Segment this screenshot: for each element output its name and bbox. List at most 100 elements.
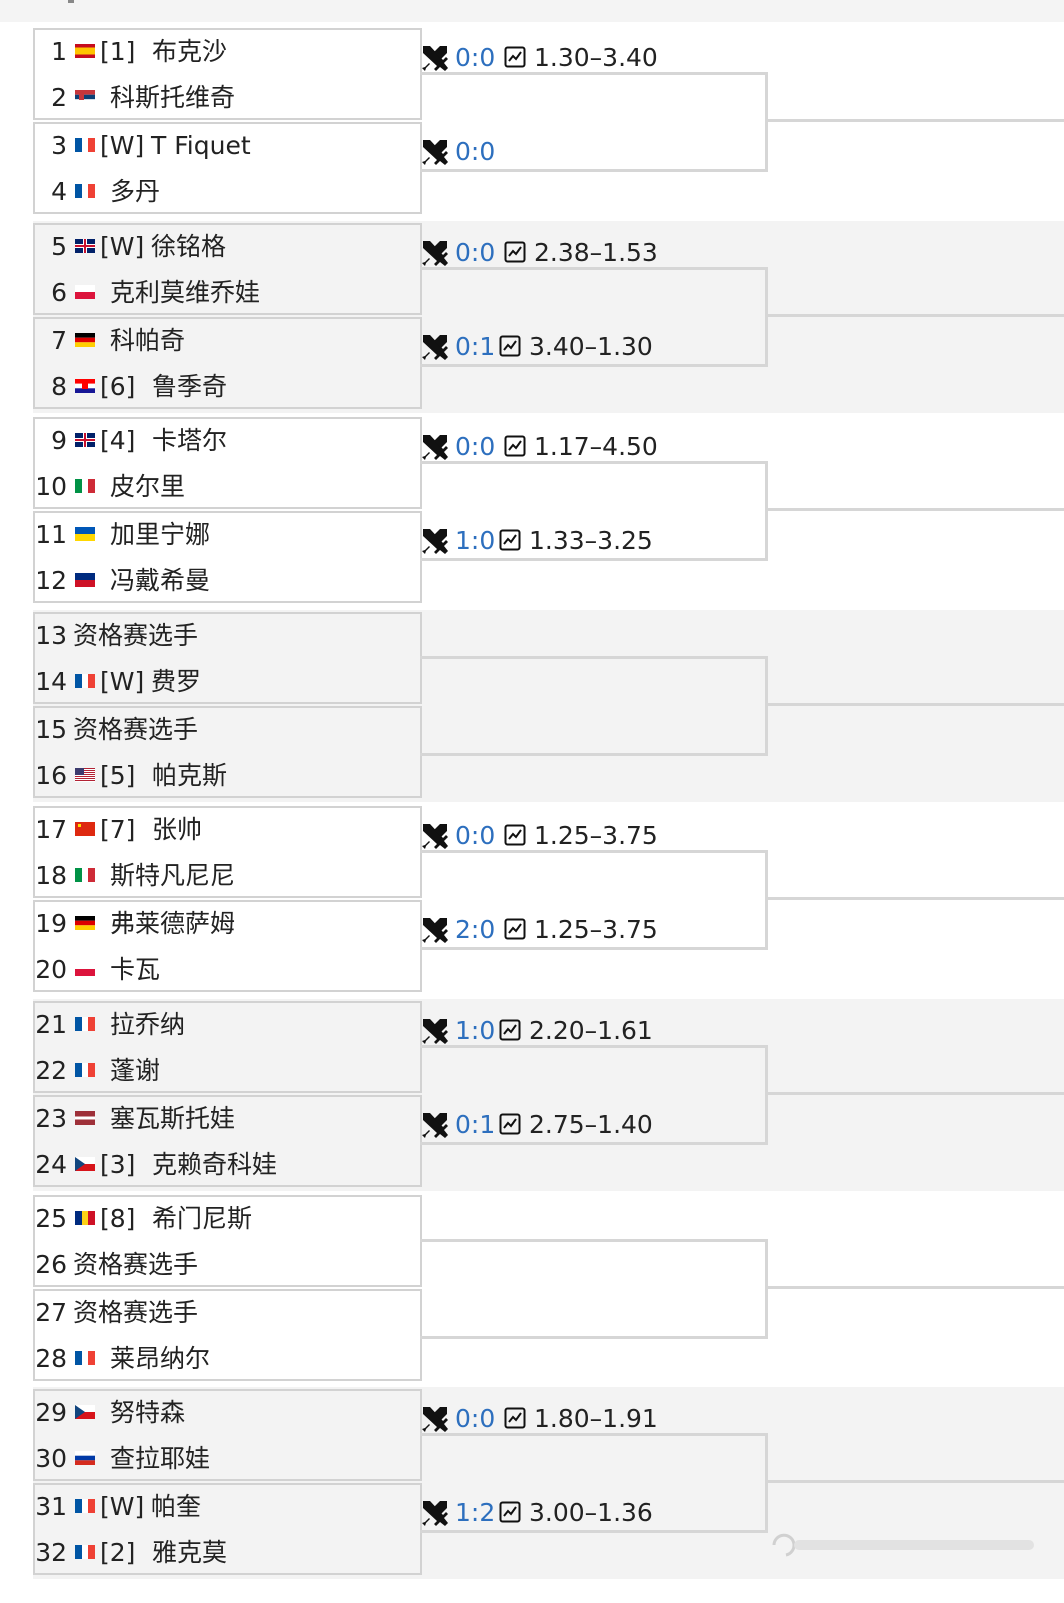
player-row[interactable]: 14[W]费罗 <box>35 660 420 704</box>
player-name[interactable]: 徐铭格 <box>151 232 227 261</box>
player-name[interactable]: 莱昂纳尔 <box>110 1344 211 1373</box>
player-name[interactable]: 鲁季奇 <box>152 372 228 401</box>
chart-icon[interactable] <box>504 46 526 68</box>
player-name[interactable]: 卡瓦 <box>110 955 161 984</box>
player-name[interactable]: 张帅 <box>152 815 203 844</box>
draw-number: 14 <box>35 667 67 696</box>
player-name[interactable]: 资格赛选手 <box>73 1298 199 1327</box>
chart-icon[interactable] <box>504 435 526 457</box>
player-name[interactable]: 费罗 <box>151 667 202 696</box>
crossed-swords-icon <box>422 335 448 360</box>
player-row[interactable]: 8[6]鲁季奇 <box>35 365 420 409</box>
player-name[interactable]: 加里宁娜 <box>110 520 211 549</box>
player-row[interactable]: 6 克利莫维乔娃 <box>35 271 420 315</box>
player-name[interactable]: 资格赛选手 <box>73 715 199 744</box>
player-row[interactable]: 1 [1] 布克沙 <box>35 30 420 74</box>
player-name[interactable]: 帕克斯 <box>152 761 228 790</box>
score-link[interactable]: 1:2 <box>455 1498 496 1527</box>
crossed-swords-icon <box>422 918 448 943</box>
player-name[interactable]: 皮尔里 <box>110 472 186 501</box>
flag-icon <box>75 379 95 393</box>
player-name[interactable]: 雅克莫 <box>152 1538 228 1567</box>
chart-icon[interactable] <box>504 824 526 846</box>
draw-number: 6 <box>51 278 67 307</box>
score-link[interactable]: 0:0 <box>455 137 496 166</box>
score-link[interactable]: 0:1 <box>455 1110 496 1139</box>
player-name[interactable]: 帕奎 <box>151 1492 202 1521</box>
player-name[interactable]: 拉乔纳 <box>110 1010 186 1039</box>
player-name[interactable]: 科帕奇 <box>110 326 186 355</box>
draw-number: 32 <box>35 1538 67 1567</box>
chart-icon[interactable] <box>499 1019 521 1041</box>
player-name[interactable]: 科斯托维奇 <box>110 83 236 112</box>
score-link[interactable]: 1:0 <box>455 526 496 555</box>
score-link[interactable]: 0:0 <box>455 238 496 267</box>
chart-icon[interactable] <box>504 918 526 940</box>
player-name[interactable]: 努特森 <box>110 1398 186 1427</box>
player-row[interactable]: 3[W]T Fiquet <box>35 124 420 168</box>
chart-icon[interactable] <box>499 1113 521 1135</box>
player-row[interactable]: 5[W]徐铭格 <box>35 225 420 269</box>
score-link[interactable]: 0:0 <box>455 821 496 850</box>
player-row[interactable]: 32[2]雅克莫 <box>35 1531 420 1575</box>
flag-icon <box>75 1405 95 1419</box>
player-name[interactable]: 斯特凡尼尼 <box>110 861 236 890</box>
player-row[interactable]: 16[5]帕克斯 <box>35 754 420 798</box>
score-link[interactable]: 1:0 <box>455 1016 496 1045</box>
score-link[interactable]: 0:0 <box>455 1404 496 1433</box>
player-row[interactable]: 24[3]克赖奇科娃 <box>35 1143 420 1187</box>
score-link[interactable]: 0:0 <box>455 43 496 72</box>
player-name[interactable]: 克赖奇科娃 <box>152 1150 278 1179</box>
player-name[interactable]: 布克沙 <box>152 37 228 66</box>
player-name[interactable]: 查拉耶娃 <box>110 1444 211 1473</box>
chart-icon[interactable] <box>499 1501 521 1523</box>
player-name[interactable]: 资格赛选手 <box>73 621 199 650</box>
player-name[interactable]: 冯戴希曼 <box>110 566 211 595</box>
chart-icon[interactable] <box>499 529 521 551</box>
player-row[interactable]: 9[4]卡塔尔 <box>35 419 420 463</box>
player-name[interactable]: 弗莱德萨姆 <box>110 909 236 938</box>
player-name[interactable]: 资格赛选手 <box>73 1250 199 1279</box>
player-name[interactable]: 克利莫维乔娃 <box>110 278 261 307</box>
player-row[interactable]: 25[8]希门尼斯 <box>35 1197 420 1241</box>
seed-tag: [1] <box>100 37 136 66</box>
player-name[interactable]: 希门尼斯 <box>152 1204 253 1233</box>
chart-icon[interactable] <box>504 1407 526 1429</box>
player-name[interactable]: 蓬谢 <box>110 1056 161 1085</box>
draw-number: 1 <box>51 37 67 66</box>
chart-icon[interactable] <box>504 241 526 263</box>
player-row[interactable]: 31[W]帕奎 <box>35 1485 420 1529</box>
chart-icon[interactable] <box>499 335 521 357</box>
player-row[interactable]: 17[7]张帅 <box>35 808 420 852</box>
player-name[interactable]: 卡塔尔 <box>152 426 228 455</box>
score-link[interactable]: 2:0 <box>455 915 496 944</box>
player-name[interactable]: 塞瓦斯托娃 <box>110 1104 236 1133</box>
player-name[interactable]: 多丹 <box>110 177 161 206</box>
player-name[interactable]: T Fiquet <box>151 131 251 160</box>
score-link[interactable]: 0:1 <box>455 332 496 361</box>
flag-icon <box>75 916 95 930</box>
score-link[interactable]: 0:0 <box>455 432 496 461</box>
